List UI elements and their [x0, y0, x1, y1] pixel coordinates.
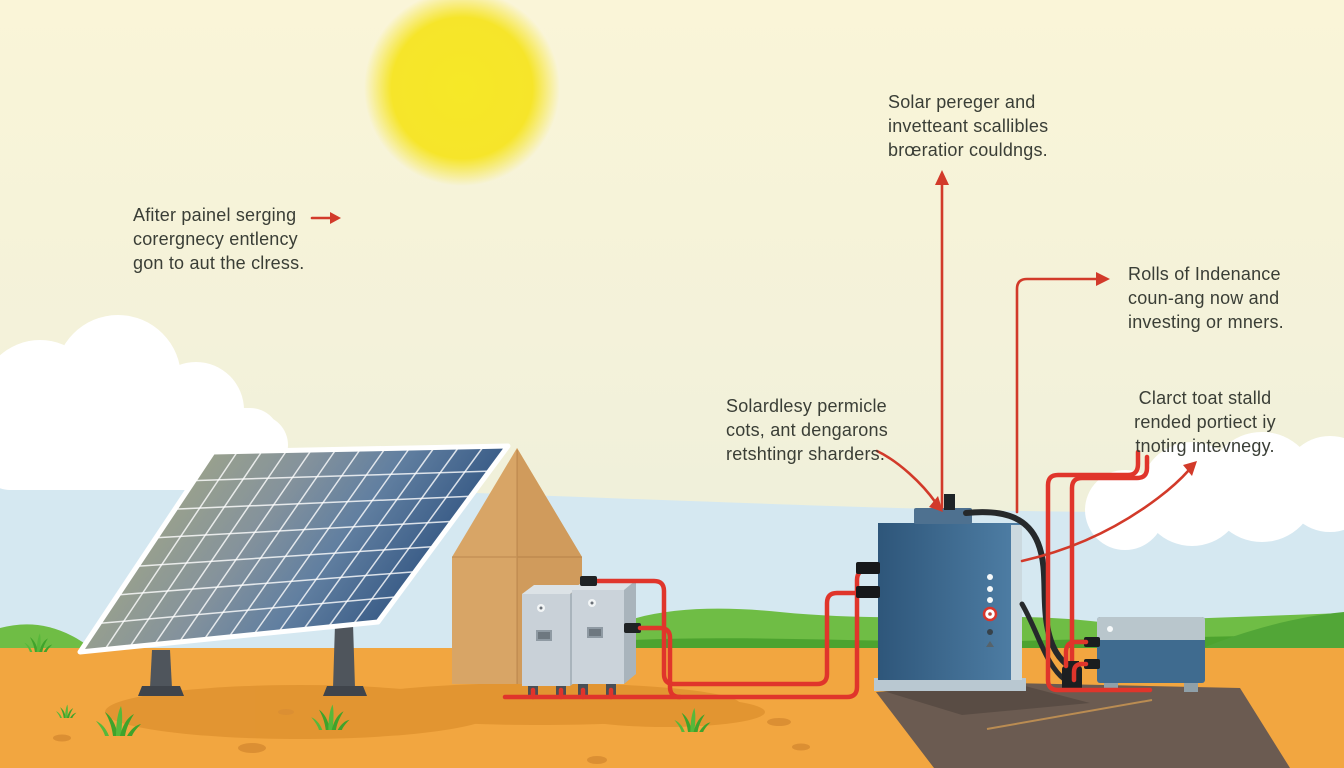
annotation-rolls-note: Rolls of Indenance coun-ang now and inve…: [1128, 262, 1284, 334]
note-line: corergnecy entlency: [133, 229, 298, 249]
cloud-right: [1085, 432, 1344, 550]
arrow-up-from-inverter: [935, 170, 949, 510]
pebbles: [53, 709, 810, 764]
ground-shadow: [105, 683, 765, 739]
note-line: rended portiect iy: [1134, 412, 1276, 432]
annotation-arrows: [310, 170, 1197, 563]
panel-legs: [138, 624, 367, 696]
note-line: Solardlesy permicle: [726, 396, 887, 416]
annotation-battery-note: Clarct toat stalld rended portiect iy tn…: [1120, 386, 1290, 458]
battery-terminal-2: [1084, 659, 1100, 669]
note-line: gon to aut the clress.: [133, 253, 305, 273]
annotation-controller-note: Solardlesy permicle cots, ant dengarons …: [726, 394, 888, 466]
road-crack: [986, 699, 1153, 730]
note-line: brœratior couldngs.: [888, 140, 1048, 160]
inverter-antenna-stub: [944, 494, 955, 510]
wall-connector: [580, 576, 597, 586]
note-line: Rolls of Indenance: [1128, 264, 1281, 284]
sun-icon: [364, 0, 560, 186]
panel-grid: [98, 446, 490, 650]
inverter-input-connector-2: [856, 586, 880, 598]
note-line: retshtingr sharders.: [726, 444, 886, 464]
inverter: [856, 494, 1090, 715]
inverter-led-column: [982, 574, 998, 647]
solar-panel: [77, 443, 511, 655]
battery-indicator: [1107, 626, 1113, 632]
note-line: Afiter painel serging: [133, 205, 297, 225]
note-line: tnotirg intevnegy.: [1135, 436, 1275, 456]
note-line: cots, ant dengarons: [726, 420, 888, 440]
battery: [1084, 617, 1205, 692]
arrow-right-of-panel-note: [310, 212, 341, 224]
inverter-input-connector-1: [856, 562, 880, 574]
annotation-top-note: Solar pereger and invetteant scallibles …: [888, 90, 1048, 162]
note-line: Solar pereger and: [888, 92, 1036, 112]
note-line: Clarct toat stalld: [1138, 388, 1272, 408]
annotation-panel-note: Afiter painel serging corergnecy entlenc…: [133, 203, 305, 275]
controller-output-connector: [624, 623, 641, 633]
charge-controllers: [522, 580, 641, 696]
dc-wiring: [502, 567, 877, 700]
inverter-shadow: [880, 686, 1090, 715]
note-line: coun-ang now and: [1128, 288, 1280, 308]
inverter-top-cap: [914, 508, 972, 524]
ac-wiring: [963, 449, 1153, 693]
road: [876, 683, 1290, 768]
arrow-controller-note-to-inverter: [875, 449, 943, 512]
battery-terminal-1: [1084, 637, 1100, 647]
charge-controller-right: [572, 580, 641, 695]
arrow-to-battery-note: [1020, 461, 1197, 563]
note-line: invetteant scallibles: [888, 116, 1049, 136]
arrow-to-rolls-note: [1015, 272, 1110, 514]
note-line: investing or mners.: [1128, 312, 1284, 332]
